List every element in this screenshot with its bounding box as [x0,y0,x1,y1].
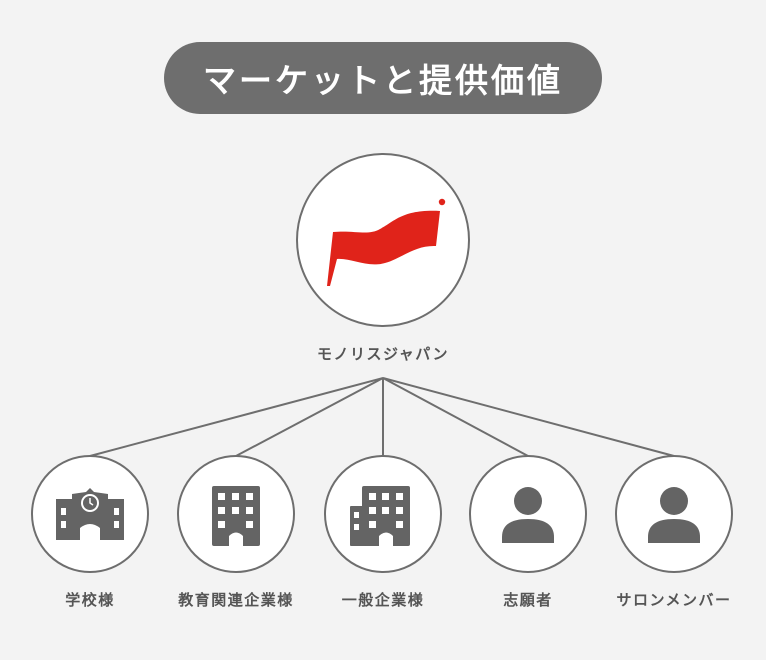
connector-line-edu-company [235,377,384,457]
person-icon [648,487,700,543]
company-building-icon [350,486,410,546]
connector-line-salon-member [382,377,675,457]
connector-line-applicant [382,377,529,457]
monolith-japan-flag-logo-icon [327,198,446,286]
root-label: モノリスジャパン [316,345,449,363]
child-node-general-company [324,455,442,573]
root-node [296,153,470,327]
person-icon [502,487,554,543]
child-label-general-company: 一般企業様 [341,591,425,609]
school-building-icon [56,488,124,540]
office-building-icon [212,486,260,546]
child-node-applicant [469,455,587,573]
child-label-school: 学校様 [65,591,115,609]
title-pill: マーケットと提供価値 [164,42,602,114]
diagram-title: マーケットと提供価値 [203,61,563,100]
child-node-salon-member [615,455,733,573]
child-node-school [31,455,149,573]
child-node-edu-company [177,455,295,573]
connectors [89,377,675,457]
connector-line-school [89,377,384,457]
child-label-edu-company: 教育関連企業様 [178,591,294,609]
child-label-applicant: 志願者 [503,591,553,609]
child-label-salon-member: サロンメンバー [616,591,732,609]
